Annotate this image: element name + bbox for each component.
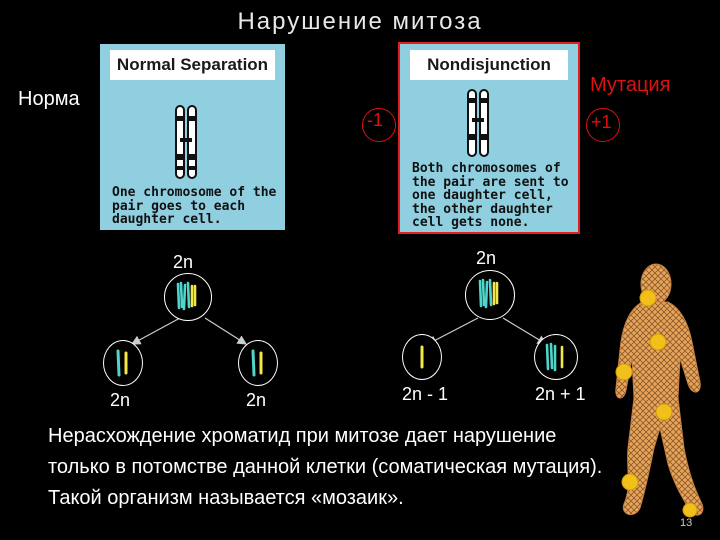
minus-one-marker-circle: [362, 108, 396, 142]
left-child-label-1: 2n: [110, 390, 131, 410]
mosaic-human-figure: [615, 263, 704, 518]
slide-title: Нарушение митоза: [237, 8, 483, 35]
left-child-cell-2: [238, 340, 278, 386]
norma-label: Норма: [18, 88, 80, 110]
chromosome-icon: [175, 105, 197, 179]
nondisjunction-card: Nondisjunction Both chromosomes of the p…: [398, 42, 580, 234]
arrow-right-child-2: [502, 317, 548, 345]
left-parent-cell: [164, 273, 212, 321]
chromosome-icon: [467, 89, 489, 157]
plus-one-marker: +1: [591, 112, 612, 132]
mutant-spot: [615, 363, 633, 381]
chromosome-pair-icon: [116, 349, 128, 377]
left-parent-label: 2n: [173, 252, 194, 272]
chromosome-set-icon: [478, 278, 499, 309]
chromosome-triple-icon: [545, 342, 564, 372]
mutant-spot: [655, 403, 673, 421]
mutant-spot: [621, 473, 639, 491]
chromosome-set-icon: [176, 281, 197, 311]
arrow-left-child-2: [204, 317, 248, 345]
left-child-label-2: 2n: [246, 390, 267, 410]
normal-separation-header: Normal Separation: [110, 50, 275, 80]
normal-separation-text: One chromosome of the pair goes to each …: [112, 185, 277, 227]
mutant-spot: [649, 333, 667, 351]
chromosome-single-icon: [420, 345, 424, 369]
arrow-right-child-1: [426, 317, 479, 345]
mutant-spot: [682, 502, 698, 518]
nondisjunction-header: Nondisjunction: [410, 50, 568, 80]
chromosome-pair-icon: [251, 349, 263, 377]
minus-one-marker: -1: [367, 110, 384, 130]
right-child-cell-plus: [534, 334, 578, 380]
mutant-spot: [639, 289, 657, 307]
right-parent-cell: [465, 270, 515, 320]
arrow-left-child-1: [130, 317, 181, 345]
body-text: Нерасхождение хроматид при митозе дает н…: [48, 425, 603, 509]
page-number: 13: [680, 517, 693, 529]
right-child-label-1: 2n - 1: [402, 384, 449, 404]
normal-separation-card: Normal Separation One chromosome of the …: [100, 44, 285, 230]
nondisjunction-text: Both chromosomes of the pair are sent to…: [412, 161, 569, 230]
mutation-label: Мутация: [590, 74, 671, 96]
right-child-label-2: 2n + 1: [535, 384, 586, 404]
right-child-cell-minus: [402, 334, 442, 380]
left-child-cell-1: [103, 340, 143, 386]
right-parent-label: 2n: [476, 248, 497, 268]
plus-one-marker-circle: [586, 108, 620, 142]
